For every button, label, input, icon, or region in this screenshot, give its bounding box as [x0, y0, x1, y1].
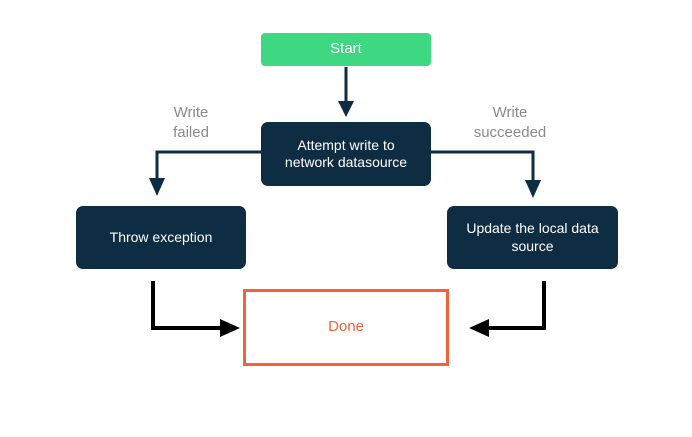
connector-throw-to-done — [151, 281, 240, 337]
connector-attempt-to-throw — [149, 150, 261, 196]
node-update-local-data-source[interactable]: Update the local data source — [447, 206, 618, 269]
node-throw-exception[interactable]: Throw exception — [76, 206, 246, 269]
node-start-label: Start — [330, 40, 362, 58]
node-attempt-write[interactable]: Attempt write to network datasource — [261, 122, 431, 186]
connector-update-to-done — [469, 281, 546, 337]
edge-label-write-failed: Write failed — [173, 104, 209, 141]
edge-label-write-succeeded: Write succeeded — [473, 104, 547, 141]
node-start[interactable]: Start — [261, 33, 431, 66]
node-done[interactable]: Done — [243, 289, 449, 366]
node-update-local-data-source-label: Update the local data source — [466, 220, 599, 254]
node-throw-exception-label: Throw exception — [109, 228, 213, 245]
connector-start-to-attempt — [338, 67, 354, 117]
node-done-label: Done — [328, 318, 364, 336]
node-attempt-write-label: Attempt write to network datasource — [284, 136, 408, 171]
connector-attempt-to-update — [431, 150, 541, 198]
